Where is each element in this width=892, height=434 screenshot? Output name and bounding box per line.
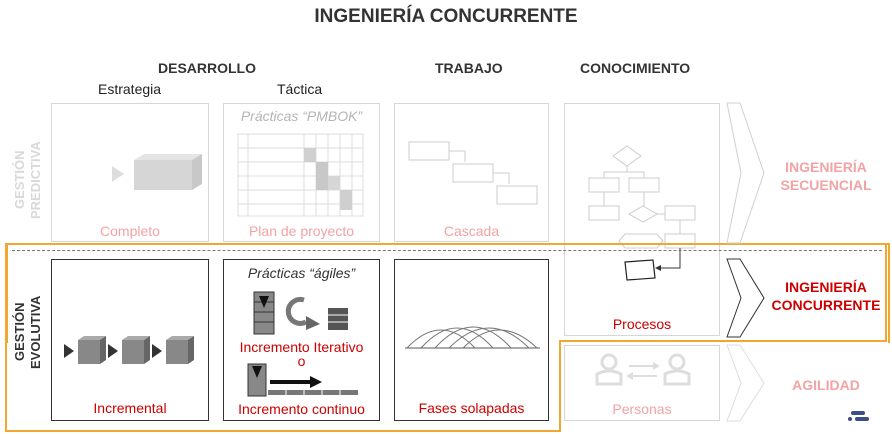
caption-continuo: Incremento continuo [238, 401, 365, 417]
row-divider [12, 250, 882, 251]
column-header-conocimiento: CONOCIMIENTO [580, 60, 691, 76]
caption-agiles: Prácticas “ágiles” [247, 265, 356, 281]
cell-completo: Completo [51, 103, 209, 242]
incremental-blocks-icon [64, 336, 194, 364]
overlapping-arcs-icon [405, 326, 540, 349]
cell-practicas-agiles: Prácticas “ágiles” Incremento Iterativo … [223, 259, 380, 421]
subheader-estrategia: Estrategia [98, 81, 162, 97]
cell-procesos: Procesos [564, 103, 720, 336]
result-ingenieria-secuencial: INGENIERÍA SECUENCIAL [762, 158, 890, 194]
result-concurrente-line2: CONCURRENTE [771, 297, 881, 313]
caption-procesos: Procesos [612, 316, 672, 332]
caption-pmbok: Prácticas “PMBOK” [240, 108, 363, 124]
subheader-tactica: Táctica [277, 81, 323, 97]
people-exchange-icon [595, 353, 691, 386]
result-ingenieria-concurrente: INGENIERÍA CONCURRENTE [762, 278, 890, 314]
block-icon [112, 154, 202, 190]
caption-fases: Fases solapadas [418, 400, 525, 416]
caption-cascada: Cascada [443, 223, 500, 239]
cell-plan-proyecto: Prácticas “PMBOK” Plan de proyecto [223, 103, 380, 242]
result-secuencial-line1: INGENIERÍA [785, 159, 867, 175]
result-concurrente-line1: INGENIERÍA [785, 279, 867, 295]
result-agilidad: AGILIDAD [792, 377, 860, 393]
caption-completo: Completo [100, 223, 160, 239]
cell-personas: Personas [564, 345, 720, 421]
caption-incremental: Incremental [93, 400, 167, 416]
gantt-table-icon [237, 133, 364, 217]
column-header-trabajo: TRABAJO [435, 60, 503, 76]
caption-iterativo: Incremento Iterativo [239, 339, 364, 355]
flowchart-icon [588, 145, 696, 281]
cell-fases-solapadas: Fases solapadas [394, 259, 549, 421]
caption-plan: Plan de proyecto [248, 223, 355, 239]
caption-personas: Personas [612, 401, 672, 417]
iterative-icon [253, 291, 348, 335]
result-secuencial-line2: SECUENCIAL [780, 177, 872, 193]
diagram-title: INGENIERÍA CONCURRENTE [314, 6, 578, 27]
waterfall-icon [408, 141, 538, 205]
column-header-desarrollo: DESARROLLO [158, 60, 256, 76]
caption-o: o [297, 353, 306, 369]
cell-cascada: Cascada [394, 103, 549, 242]
cell-incremental: Incremental [51, 259, 209, 421]
continuous-icon [247, 363, 358, 397]
